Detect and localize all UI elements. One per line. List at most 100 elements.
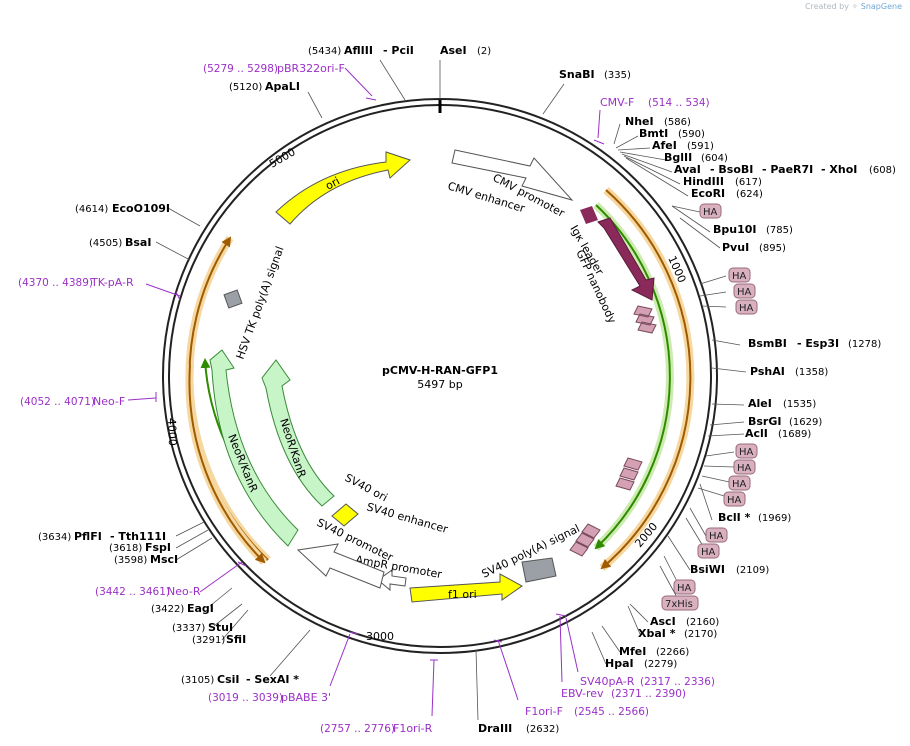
f1-ori-arrow xyxy=(409,573,523,603)
primer-pbr322ori-f: pBR322ori-F xyxy=(277,62,345,75)
primer-f1ori-f-pos: (2545 .. 2566) xyxy=(574,706,649,718)
site-bglII: BglII xyxy=(664,151,692,164)
site-aclI-pos: (1689) xyxy=(778,429,811,440)
primer-sv40pa-r: SV40pA-R xyxy=(580,675,635,688)
svg-text:HA: HA xyxy=(737,287,752,298)
site-bclI: BclI * xyxy=(718,511,751,524)
primer-neo-r-pos: (3442 .. 3461) xyxy=(95,586,170,598)
primer-lines xyxy=(127,67,605,717)
site-hpaI: HpaI xyxy=(605,657,634,670)
site-ascI: AscI xyxy=(650,615,676,628)
site-aflIII: AflIII xyxy=(344,44,373,57)
site-nheI-pos: (586) xyxy=(664,117,691,128)
ha-tags-lower xyxy=(615,457,643,491)
badge-ha-9: HA xyxy=(705,527,728,543)
gfp-nanobody-arrow xyxy=(597,217,655,301)
site-csiI-pos: (3105) xyxy=(181,675,214,686)
site-esp3I: - Esp3I xyxy=(797,337,839,350)
f1-ori-label: f1 ori xyxy=(448,588,477,601)
primer-pbr322ori-f-pos: (5279 .. 5298) xyxy=(203,63,278,75)
site-bsaI: BsaI xyxy=(125,236,151,249)
site-afeI: AfeI xyxy=(652,139,677,152)
badge-ha-4: HA xyxy=(735,299,758,315)
primer-ebv-rev: EBV-rev xyxy=(561,687,604,700)
plasmid-name: pCMV-H-RAN-GFP1 xyxy=(382,364,498,377)
site-ascI-pos: (2160) xyxy=(686,617,719,628)
site-mfeI-pos: (2266) xyxy=(656,647,689,658)
badge-ha-11: HA xyxy=(673,579,696,595)
svg-text:7xHis: 7xHis xyxy=(665,599,693,610)
svg-text:HA: HA xyxy=(727,495,742,506)
ori-label: ori xyxy=(323,174,342,192)
svg-text:HA: HA xyxy=(737,463,752,474)
primer-f1ori-r-pos: (2757 .. 2776) xyxy=(320,723,395,735)
sv40-polya-box xyxy=(521,557,557,583)
site-bsrGI-pos: (1629) xyxy=(789,417,822,428)
primer-neo-f: Neo-F xyxy=(93,395,125,408)
site-ecoRI-pos: (624) xyxy=(736,189,763,200)
primer-sv40pa-r-pos: (2317 .. 2336) xyxy=(640,676,715,688)
site-pvuI: PvuI xyxy=(722,241,749,254)
snapgene-credit: Created by ✧ SnapGene xyxy=(805,2,902,11)
neor-kanr-inner-label: NeoR/KanR xyxy=(277,417,308,480)
site-ecoO109I: EcoO109I xyxy=(112,202,170,215)
sv40-enhancer-label: SV40 enhancer xyxy=(365,500,450,536)
site-csiI: CsiI xyxy=(217,673,239,686)
neor-kanr-outer-arrow xyxy=(209,349,299,547)
site-bpu10I-pos: (785) xyxy=(766,225,793,236)
site-draIII: DraIII xyxy=(478,722,512,735)
hsv-tk-polya-box xyxy=(223,289,243,309)
site-aseI: AseI xyxy=(440,44,467,57)
site-paeR7I: - PaeR7I xyxy=(762,163,813,176)
site-apaLI-pos: (5120) xyxy=(229,82,262,93)
site-bglII-pos: (604) xyxy=(701,153,728,164)
site-afeI-pos: (591) xyxy=(687,141,714,152)
site-draIII-pos: (2632) xyxy=(526,724,559,735)
site-hindIII: HindIII xyxy=(683,175,724,188)
badge-ha-5: HA xyxy=(735,443,758,459)
sv40-promoter-arrow xyxy=(296,543,385,589)
svg-text:HA: HA xyxy=(703,207,718,218)
primer-f1ori-r: F1ori-R xyxy=(393,722,433,735)
primer-pbabe3: pBABE 3' xyxy=(281,691,331,704)
site-bmtI: BmtI xyxy=(639,127,668,140)
credit-brand: SnapGene xyxy=(860,2,902,11)
tick-4000: 4000 xyxy=(165,418,179,446)
site-xbaI-pos: (2170) xyxy=(684,629,717,640)
svg-text:HA: HA xyxy=(677,583,692,594)
site-stuI: StuI xyxy=(208,621,233,634)
ampr-promoter-arrow xyxy=(377,569,407,592)
site-aclI: AclI xyxy=(745,427,768,440)
site-esp3I-pos: (1278) xyxy=(848,339,881,350)
badge-7xhis: 7xHis xyxy=(661,595,699,611)
site-bsiWI: BsiWI xyxy=(690,563,725,576)
site-pciI: - PciI xyxy=(383,44,414,57)
svg-text:HA: HA xyxy=(739,303,754,314)
site-tth111I: - Tth111I xyxy=(110,530,166,543)
ha-tags-bottom xyxy=(569,523,601,557)
plasmid-center: pCMV-H-RAN-GFP1 5497 bp xyxy=(382,364,498,391)
ha-tags-upper xyxy=(633,305,657,334)
ori-arrow xyxy=(275,151,411,225)
site-mscI: MscI xyxy=(150,553,178,566)
site-aflIII-pos: (5434) xyxy=(308,46,341,57)
badge-ha-7: HA xyxy=(728,475,751,491)
site-xbaI: XbaI * xyxy=(638,627,676,640)
site-bclI-pos: (1969) xyxy=(758,513,791,524)
primer-neo-f-pos: (4052 .. 4071) xyxy=(20,396,95,408)
badge-ha-2: HA xyxy=(728,267,751,283)
site-stuI-pos: (3337) xyxy=(172,623,205,634)
primer-cmv-f-pos: (514 .. 534) xyxy=(648,97,710,109)
igk-leader-arrow xyxy=(580,206,598,224)
svg-text:HA: HA xyxy=(732,271,747,282)
site-sfiI: SfiI xyxy=(226,633,246,646)
site-aseI-pos: (2) xyxy=(477,46,491,57)
site-nheI: NheI xyxy=(625,115,654,128)
site-aleI-pos: (1535) xyxy=(783,399,816,410)
site-snaBI: SnaBI xyxy=(559,68,595,81)
site-pshAI-pos: (1358) xyxy=(795,367,828,378)
site-xhoI-pos: (608) xyxy=(869,165,896,176)
site-bsaI-pos: (4505) xyxy=(89,238,122,249)
site-bsoBI: - BsoBI xyxy=(710,163,753,176)
